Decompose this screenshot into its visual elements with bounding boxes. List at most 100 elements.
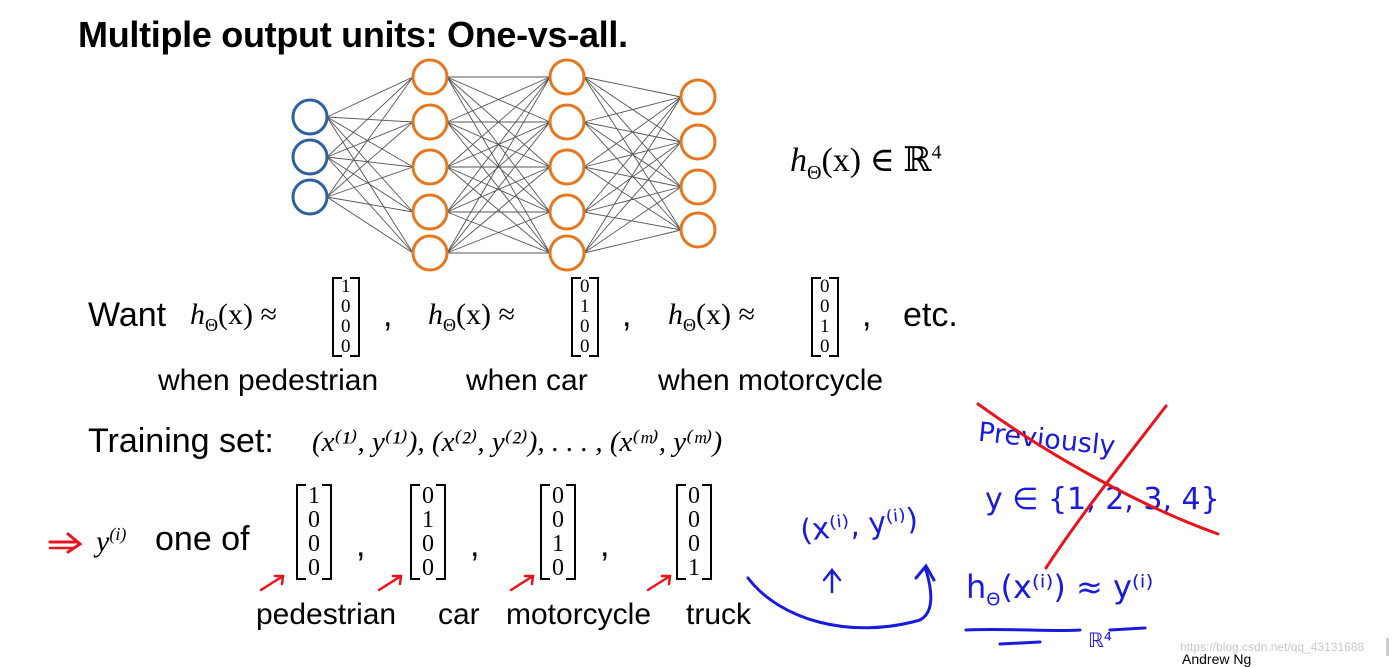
matrix-entry: 1 bbox=[341, 276, 351, 297]
matrix-entry: 0 bbox=[820, 296, 830, 317]
hidden-neuron bbox=[548, 58, 586, 96]
network-edge bbox=[583, 141, 682, 213]
output-neuron bbox=[679, 78, 717, 116]
y-i-symbol: y(i) bbox=[96, 524, 127, 558]
network-edge bbox=[583, 186, 682, 213]
matrix-entry: 1 bbox=[820, 316, 830, 337]
network-edge bbox=[326, 196, 414, 213]
caption-when-car: when car bbox=[466, 364, 588, 397]
caption-when-pedestrian: when pedestrian bbox=[158, 364, 379, 397]
input-neuron bbox=[291, 98, 329, 136]
etc-label: etc. bbox=[903, 296, 958, 334]
comma: , bbox=[622, 296, 632, 334]
comma: , bbox=[862, 296, 872, 334]
comma: , bbox=[470, 526, 480, 564]
comma: , bbox=[600, 526, 610, 564]
one-of-label: one of bbox=[155, 520, 250, 558]
hidden-neuron bbox=[411, 103, 449, 141]
network-edge bbox=[326, 121, 414, 198]
network-edge bbox=[446, 211, 551, 254]
network-edge bbox=[326, 156, 414, 213]
hidden-neuron bbox=[411, 58, 449, 96]
network-edge bbox=[583, 76, 682, 231]
matrix-entry: 0 bbox=[308, 507, 320, 533]
network-edges bbox=[326, 76, 682, 254]
network-edge bbox=[446, 121, 551, 254]
caption-car: car bbox=[438, 598, 480, 631]
hidden-neuron bbox=[548, 148, 586, 186]
network-edge bbox=[326, 76, 414, 118]
matrix-entry: 0 bbox=[688, 507, 700, 533]
network-edge bbox=[326, 196, 414, 254]
slide-title: Multiple output units: One-vs-all. bbox=[78, 14, 628, 55]
output-neuron bbox=[679, 168, 717, 206]
hidden-neuron bbox=[411, 148, 449, 186]
blue-curve-arrow bbox=[746, 563, 936, 630]
matrix-entry: 0 bbox=[552, 483, 564, 509]
network-edge bbox=[446, 76, 551, 123]
hypothesis-space-label: hΘ(x) ∈ ℝ4 bbox=[790, 141, 942, 184]
network-edge bbox=[446, 76, 551, 213]
caption-when-motorcycle: when motorcycle bbox=[658, 364, 884, 397]
matrix-entry: 0 bbox=[422, 555, 434, 581]
hidden-neuron bbox=[411, 193, 449, 231]
network-edge bbox=[583, 76, 682, 98]
network-edge bbox=[326, 116, 414, 213]
matrix-entry: 1 bbox=[308, 483, 320, 509]
caption-motorcycle: motorcycle bbox=[506, 598, 652, 631]
blue-underline bbox=[964, 626, 1147, 646]
caption-truck: truck bbox=[686, 598, 752, 631]
matrix-entry: 0 bbox=[308, 531, 320, 557]
network-edge bbox=[326, 156, 414, 254]
scrollbar-edge bbox=[1386, 638, 1389, 656]
hidden-neuron bbox=[548, 234, 586, 272]
matrix-entry: 1 bbox=[688, 555, 700, 581]
network-edge bbox=[583, 186, 682, 254]
network-edge bbox=[446, 121, 551, 213]
hidden-neuron bbox=[548, 103, 586, 141]
input-neuron bbox=[291, 138, 329, 176]
handwritten-approx: hΘ(x⁽ⁱ⁾) ≈ y⁽ⁱ⁾ bbox=[966, 568, 1154, 611]
want-label: Want bbox=[88, 296, 167, 334]
hidden-neuron bbox=[411, 234, 449, 272]
network-edge bbox=[326, 76, 414, 158]
input-neuron bbox=[291, 178, 329, 216]
network-edge bbox=[583, 96, 682, 168]
author-label: Andrew Ng bbox=[1182, 651, 1252, 667]
matrix-entry: 0 bbox=[580, 276, 590, 297]
matrix-entry: 0 bbox=[341, 316, 351, 337]
matrix-entry: 0 bbox=[422, 531, 434, 557]
network-edge bbox=[326, 166, 414, 198]
network-nodes bbox=[291, 58, 717, 272]
network-edge bbox=[583, 141, 682, 254]
red-tick-arrows bbox=[259, 574, 672, 592]
want-expr-3: hΘ(x) ≈ bbox=[668, 298, 755, 335]
network-edge bbox=[326, 121, 414, 158]
matrix-entry: 0 bbox=[308, 555, 320, 581]
red-cross-out-icon bbox=[976, 402, 1220, 570]
matrix-entry: 0 bbox=[552, 555, 564, 581]
network-edge bbox=[326, 156, 414, 168]
network-edge bbox=[446, 76, 551, 168]
handwritten-r4: ℝ⁴ bbox=[1088, 628, 1112, 652]
matrix-entry: 0 bbox=[341, 296, 351, 317]
matrix-entry: 0 bbox=[422, 483, 434, 509]
matrix-entry: 1 bbox=[552, 531, 564, 557]
caption-pedestrian: pedestrian bbox=[256, 598, 397, 631]
want-expr-2: hΘ(x) ≈ bbox=[428, 298, 515, 335]
training-set-label: Training set: bbox=[88, 422, 274, 460]
watermark: https://blog.csdn.net/qq_43131688 bbox=[1180, 640, 1365, 654]
network-edge bbox=[446, 166, 551, 213]
training-set-expr: (x⁽¹⁾, y⁽¹⁾), (x⁽²⁾, y⁽²⁾), . . . , (x⁽ᵐ… bbox=[312, 426, 723, 458]
network-edge bbox=[446, 166, 551, 254]
network-edge bbox=[583, 211, 682, 231]
matrix-entry: 0 bbox=[820, 336, 830, 357]
network-edge bbox=[583, 96, 682, 254]
matrix-entry: 0 bbox=[820, 276, 830, 297]
